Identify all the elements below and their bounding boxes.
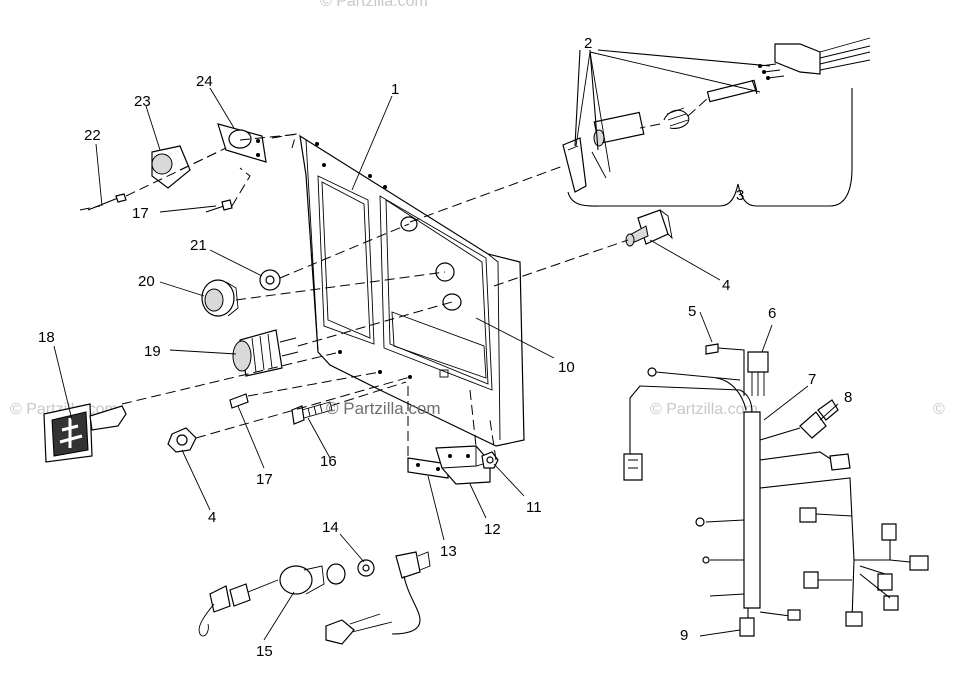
callout-9: 9 <box>680 627 688 644</box>
callout-18: 18 <box>38 329 55 346</box>
callout-23: 23 <box>134 93 151 110</box>
callout-14: 14 <box>322 519 339 536</box>
leader-lines <box>53 51 839 641</box>
callout-19: 19 <box>144 343 161 360</box>
callout-10: 10 <box>558 359 575 376</box>
callout-8: 8 <box>844 389 852 406</box>
callout-15: 15 <box>256 643 273 660</box>
callout-4-toggle: 4 <box>722 277 730 294</box>
callout-20: 20 <box>138 273 155 290</box>
callout-11: 11 <box>526 499 542 516</box>
bracket-parts-11-13 <box>407 445 499 485</box>
callout-21: 21 <box>190 237 207 254</box>
callout-5: 5 <box>688 303 696 320</box>
callout-7: 7 <box>808 371 816 388</box>
callout-2: 2 <box>584 35 592 52</box>
tether-switch-part-15 <box>198 551 431 645</box>
callout-17-bottom: 17 <box>256 471 273 488</box>
watermark-right: © Partzilla.com <box>650 401 758 418</box>
callout-24: 24 <box>196 73 213 90</box>
watermark-edge: © <box>933 401 945 418</box>
faint-watermarks: © Partzilla.com © Partzilla.com © Partzi… <box>10 0 945 418</box>
ignition-left-parts <box>43 123 333 463</box>
panel-part-1 <box>299 134 525 447</box>
callout-4-nut: 4 <box>208 509 216 526</box>
wiring-harness-part-7 <box>623 343 929 637</box>
watermark-top: © Partzilla.com <box>320 0 428 10</box>
toggle-switch-part-4 <box>625 209 673 247</box>
assembly-lines <box>79 133 629 461</box>
callout-16: 16 <box>320 453 337 470</box>
switch-assembly-part-3 <box>562 37 871 207</box>
callout-17-top: 17 <box>132 205 149 222</box>
callout-12: 12 <box>484 521 501 538</box>
callout-6: 6 <box>768 305 776 322</box>
callout-13: 13 <box>440 543 457 560</box>
callout-1: 1 <box>391 81 399 98</box>
watermark-center: © Partzilla.com <box>326 399 441 418</box>
callout-3: 3 <box>736 187 744 204</box>
callout-22: 22 <box>84 127 101 144</box>
callout-labels: 1 2 3 4 4 5 6 7 8 9 10 11 12 13 14 15 16… <box>38 35 852 660</box>
